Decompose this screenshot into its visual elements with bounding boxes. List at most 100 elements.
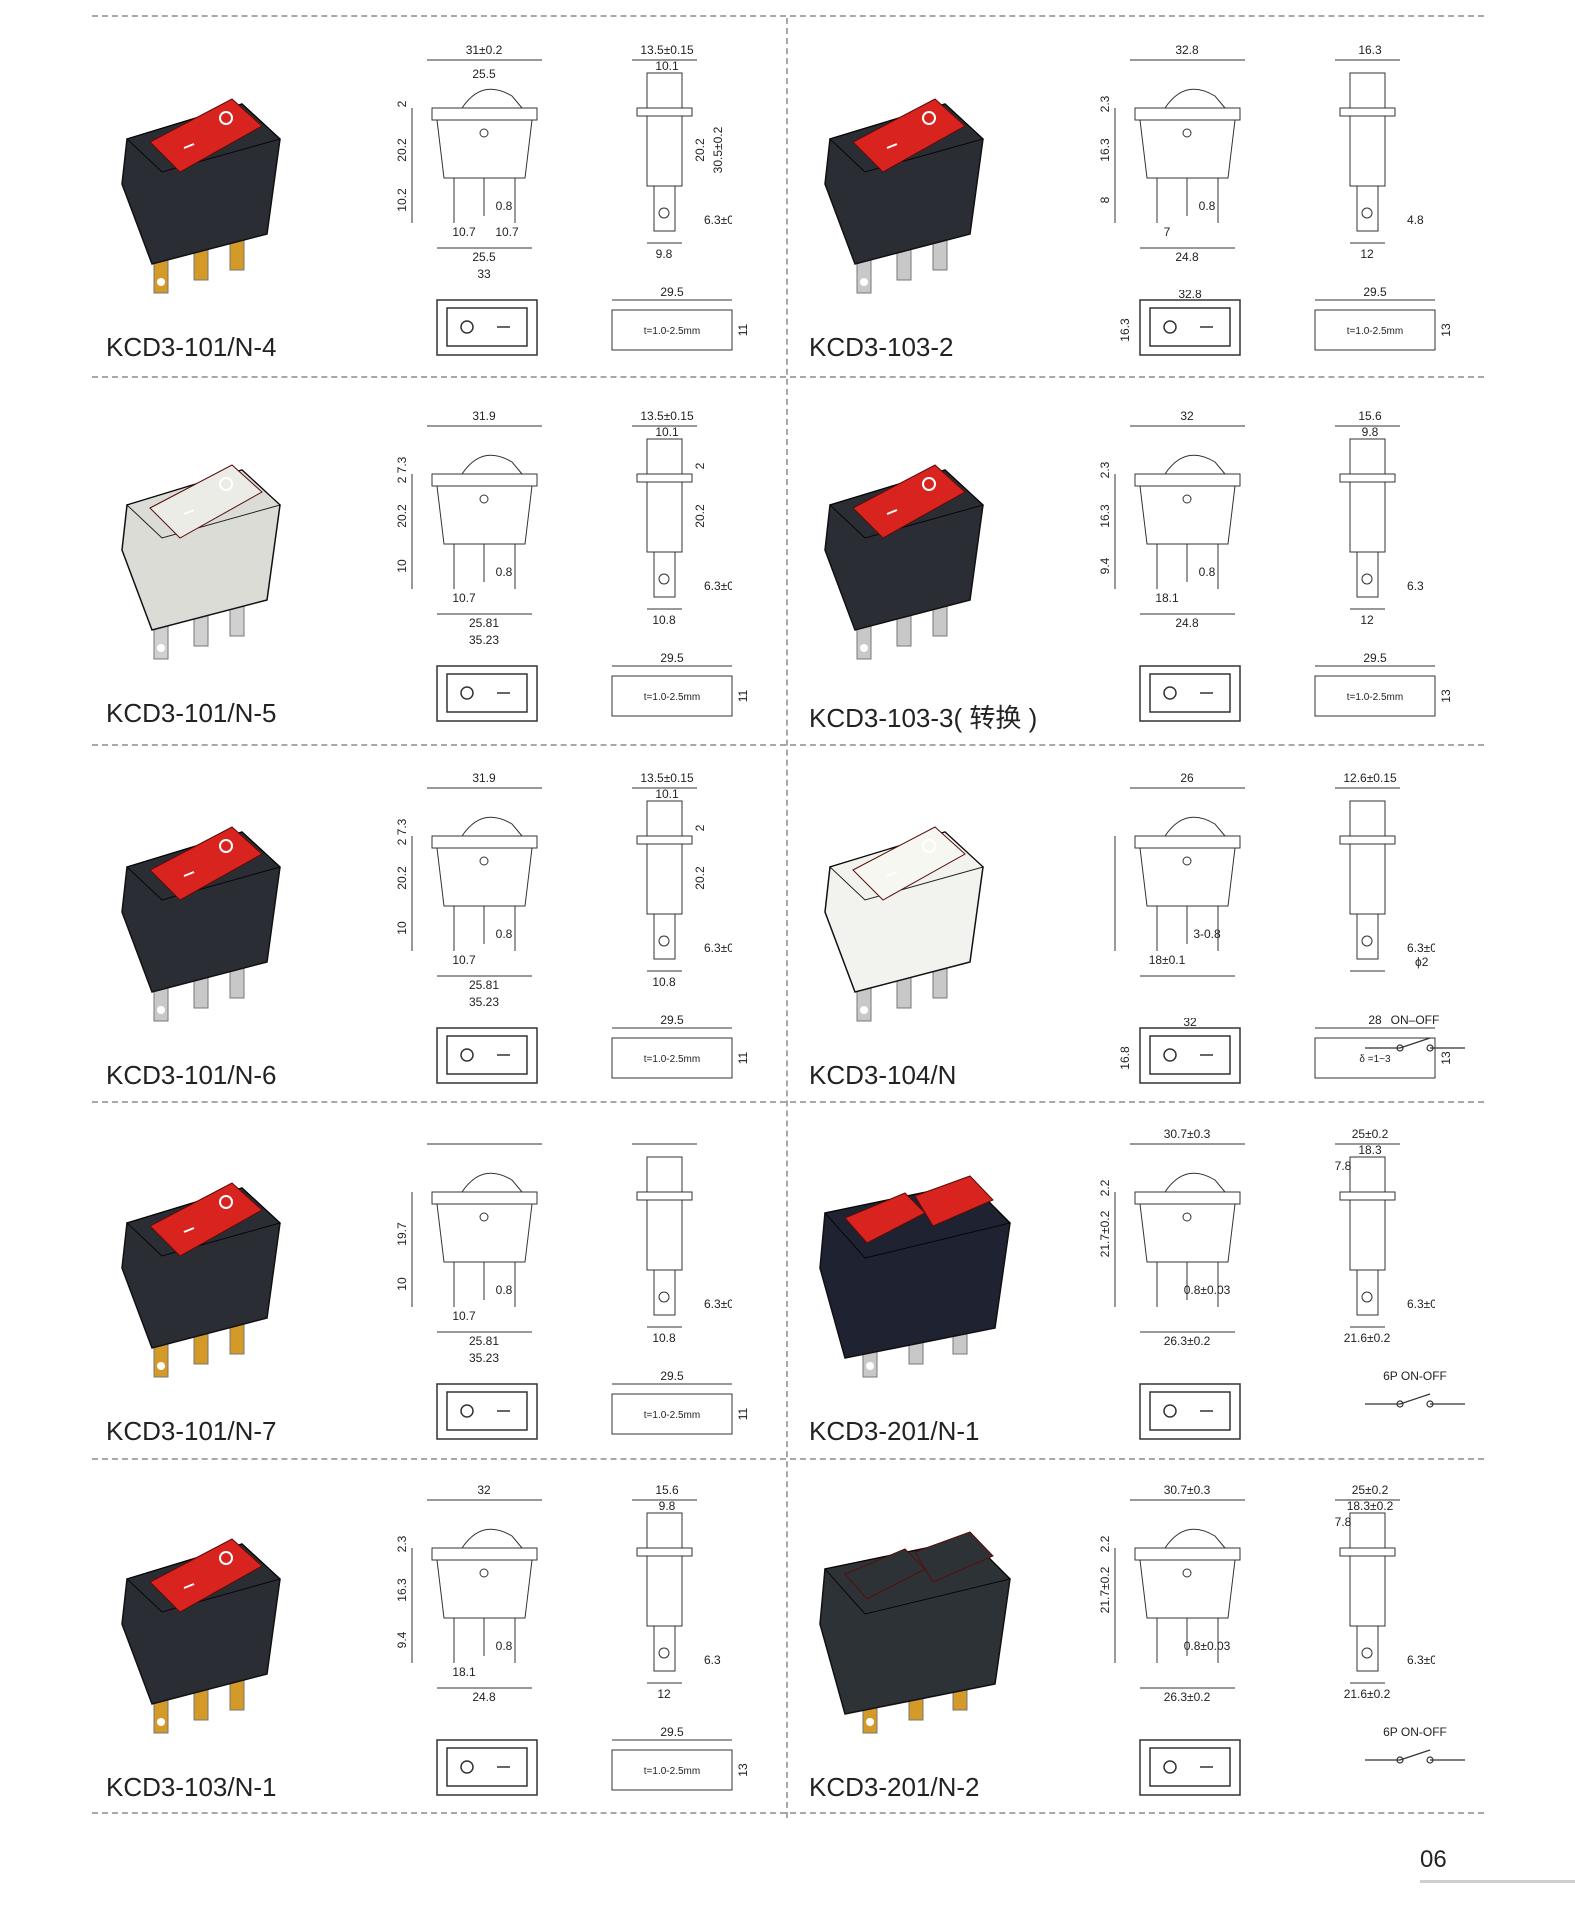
product-model-label: KCD3-201/N-1 (809, 1416, 980, 1446)
dim-panel-height: 11 (736, 1051, 750, 1064)
wiring-schematic: 6P ON-OFF (1365, 1725, 1465, 1764)
dim-width-outer: 32.8 (1175, 43, 1199, 57)
dim-end-tab: 6.3 (704, 1653, 721, 1667)
dim-panel-width: 29.5 (1363, 285, 1387, 299)
divider-row-4 (92, 1458, 1484, 1460)
dim-end-tab: 4.8 (1407, 213, 1424, 227)
pivot-icon (479, 128, 489, 138)
dim-width-inner: 25.5 (472, 67, 496, 81)
rocker-profile (461, 88, 523, 109)
flange (1134, 107, 1241, 121)
panel-outline (1314, 1037, 1436, 1079)
rocker-profile (461, 454, 523, 475)
dim-pin-gap-1: 10.7 (452, 953, 476, 967)
end-view-drawing: 15.69.86.312 (632, 1483, 721, 1701)
off-symbol-icon (460, 1048, 474, 1062)
dim-width-outer: 32 (477, 1483, 491, 1497)
rocker (149, 1538, 263, 1613)
dim-end-tab: 6.3±0.10 (704, 579, 732, 593)
contact-point (1396, 1756, 1404, 1764)
schematic-label: 6P ON-OFF (1383, 1725, 1447, 1739)
dim-end-height: 20.2 (693, 504, 707, 528)
dim-panel-width: 29.5 (660, 285, 684, 299)
end-cap (646, 1512, 683, 1549)
dim-width-base: 24.8 (1175, 250, 1199, 264)
dim-height-body: 20.2 (395, 504, 409, 528)
end-tab (653, 551, 676, 598)
housing-profile (1139, 847, 1236, 907)
dim-pin-width: 0.8 (496, 199, 513, 213)
dim-top-width: 32 (1183, 1018, 1197, 1029)
dim-height-pin: 10 (395, 1277, 409, 1291)
off-symbol-icon (219, 477, 233, 491)
wiring-schematic: ON–OFF (1365, 1013, 1465, 1052)
dim-panel-thickness: t=1.0-2.5mm (1347, 326, 1403, 337)
rocker-profile (1164, 1172, 1226, 1193)
dim-pin-gap-1: 10.7 (452, 591, 476, 605)
rocker (852, 464, 966, 539)
on-symbol-icon (183, 1227, 195, 1233)
end-cap (1349, 438, 1386, 475)
dim-pin-width: 0.8 (496, 565, 513, 579)
switch-contact (1399, 1037, 1431, 1049)
dim-end-base: 10.8 (652, 613, 676, 627)
panel-outline (1314, 309, 1436, 351)
dim-panel-width: 29.5 (660, 1369, 684, 1383)
end-flange (1339, 473, 1396, 483)
on-symbol-icon (183, 1583, 195, 1589)
off-symbol-icon (460, 686, 474, 700)
on-symbol-icon (886, 871, 898, 877)
dim-height-pin: 8 (1098, 196, 1112, 203)
top-view-drawing (436, 299, 538, 356)
dim-panel-thickness: t=1.0-2.5mm (644, 692, 700, 703)
dim-width-total: 35.23 (469, 995, 499, 1009)
tab-hole-icon (1361, 207, 1373, 219)
dim-end-tab: 6.3±0.10 (704, 941, 732, 955)
end-view-drawing: 15.69.86.312 (1335, 409, 1424, 627)
dim-pin-gap-1: 18±0.1 (1149, 953, 1186, 967)
contact-point (1426, 1756, 1434, 1764)
rocker (852, 826, 966, 901)
end-cap (646, 1156, 683, 1193)
off-symbol-icon (219, 1551, 233, 1565)
on-symbol-icon (183, 509, 195, 515)
end-tab (1356, 1625, 1379, 1672)
on-symbol-icon (886, 143, 898, 149)
end-flange (636, 107, 693, 117)
dim-width-outer: 30.7±0.3 (1164, 1483, 1211, 1497)
dim-pin-width: 3-0.8 (1193, 927, 1221, 941)
dim-end-inner: 9.8 (1362, 425, 1379, 439)
top-view-drawing (436, 1027, 538, 1084)
divider-row-2 (92, 744, 1484, 746)
end-cap (1349, 1156, 1386, 1193)
dim-end-tab: 6.3±0.10 (704, 1297, 732, 1311)
top-inner (446, 1035, 528, 1075)
dim-end-base: 21.6±0.2 (1344, 1687, 1391, 1701)
end-cap (646, 438, 683, 475)
top-inner (1149, 1035, 1231, 1075)
dim-height-upper: 2 (395, 100, 409, 107)
contact-point (1426, 1400, 1434, 1408)
dim-height-upper: 2 7.3 (395, 456, 409, 483)
dim-width-total: 33 (477, 267, 491, 281)
dim-height-pin: 9.4 (395, 1631, 409, 1648)
terminal-hole (157, 644, 165, 652)
contact-point (1396, 1400, 1404, 1408)
end-body (646, 1199, 683, 1271)
dim-end-inner: 18.3 (1358, 1143, 1382, 1157)
dim-panel-height: 13 (736, 1763, 750, 1777)
contact-point (1426, 1044, 1434, 1052)
dim-height-body: 16.3 (1098, 504, 1112, 528)
dim-height-body: 20.2 (395, 138, 409, 162)
dim-end-total: 30.5±0.2 (711, 126, 725, 173)
dim-end-upper: 2 (693, 462, 707, 469)
